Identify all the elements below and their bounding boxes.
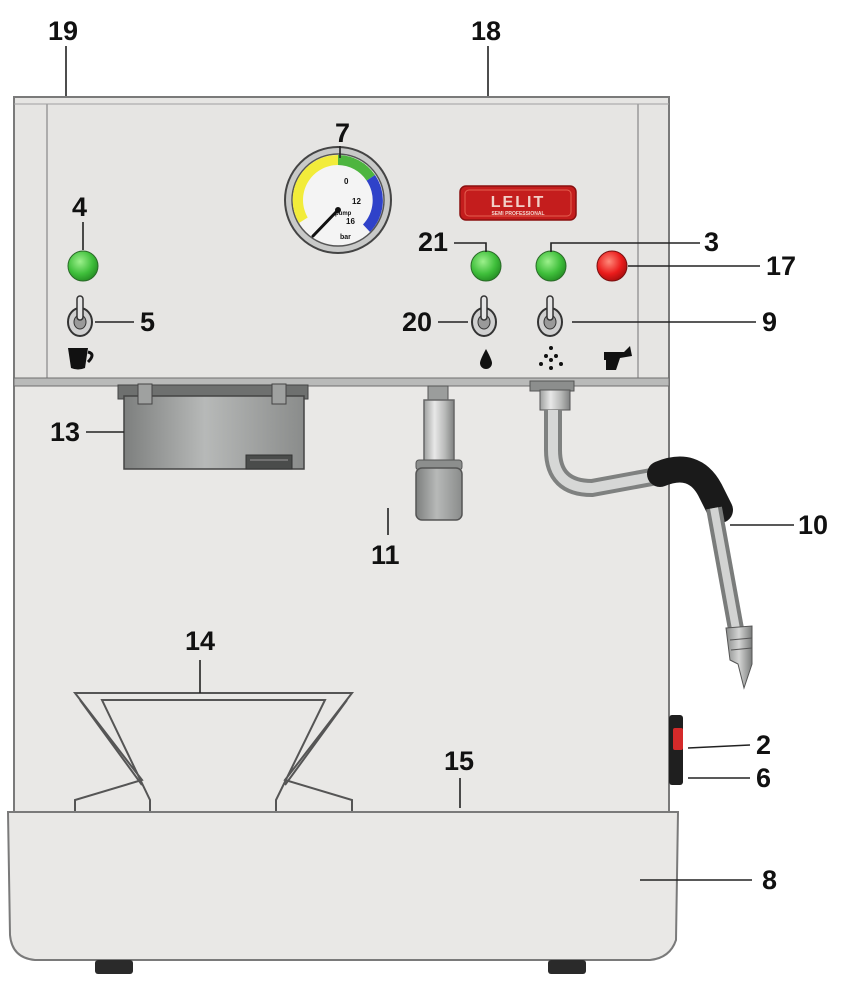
callout-2: 2 <box>756 730 771 760</box>
callout-11: 11 <box>371 540 400 570</box>
machine-body <box>13 384 670 826</box>
callout-4: 4 <box>72 192 87 222</box>
drop-icon <box>480 349 492 369</box>
callout-7: 7 <box>335 118 350 148</box>
callout-numbers: 19 18 7 4 21 3 17 5 20 9 13 11 10 14 15 … <box>48 16 828 895</box>
coffee-toggle-switch[interactable] <box>67 295 93 337</box>
callout-3: 3 <box>704 227 719 257</box>
power-indicator-lamp <box>596 250 628 282</box>
foot-right <box>548 960 586 974</box>
power-switch[interactable] <box>669 715 683 785</box>
callout-9: 9 <box>762 307 777 337</box>
callout-6: 6 <box>756 763 771 793</box>
gauge-needle <box>311 208 340 238</box>
steam-wand <box>529 380 753 690</box>
callout-19: 19 <box>48 16 78 46</box>
steam-toggle-switch[interactable] <box>537 295 563 337</box>
steam-indicator-lamp <box>535 250 567 282</box>
leader-lines <box>65 46 794 881</box>
callout-17: 17 <box>766 251 796 281</box>
callout-5: 5 <box>140 307 155 337</box>
callout-15: 15 <box>444 746 474 776</box>
cup-support-grid <box>72 692 355 813</box>
callout-14: 14 <box>185 626 215 656</box>
cup-icon <box>68 348 94 370</box>
callout-13: 13 <box>50 417 80 447</box>
pressure-gauge: 0 12 16 pump bar <box>284 146 392 254</box>
logo-subtitle: SEMI PROFESSIONAL <box>491 211 544 217</box>
gauge-unit-label: bar <box>340 234 351 241</box>
gauge-scale-16: 16 <box>346 217 355 226</box>
water-indicator-lamp <box>470 250 502 282</box>
callout-18: 18 <box>471 16 501 46</box>
coffee-indicator-lamp <box>67 250 99 282</box>
tap-icon <box>604 346 632 370</box>
callout-20: 20 <box>402 307 432 337</box>
water-toggle-switch[interactable] <box>471 295 497 337</box>
callout-8: 8 <box>762 865 777 895</box>
drip-tray <box>6 811 680 961</box>
group-head-spout <box>415 385 463 521</box>
panel-bottom-lip <box>13 377 670 387</box>
gauge-scale-0: 0 <box>344 177 349 186</box>
brew-group-basket <box>117 383 309 470</box>
gauge-scale-12: 12 <box>352 197 361 206</box>
steam-spray-icon <box>539 346 563 370</box>
callout-21: 21 <box>418 227 448 257</box>
lelit-logo-badge: LELIT SEMI PROFESSIONAL <box>459 185 577 221</box>
callout-10: 10 <box>798 510 828 540</box>
logo-text: LELIT <box>491 194 545 211</box>
foot-left <box>95 960 133 974</box>
gauge-pump-label: pump <box>335 211 352 217</box>
